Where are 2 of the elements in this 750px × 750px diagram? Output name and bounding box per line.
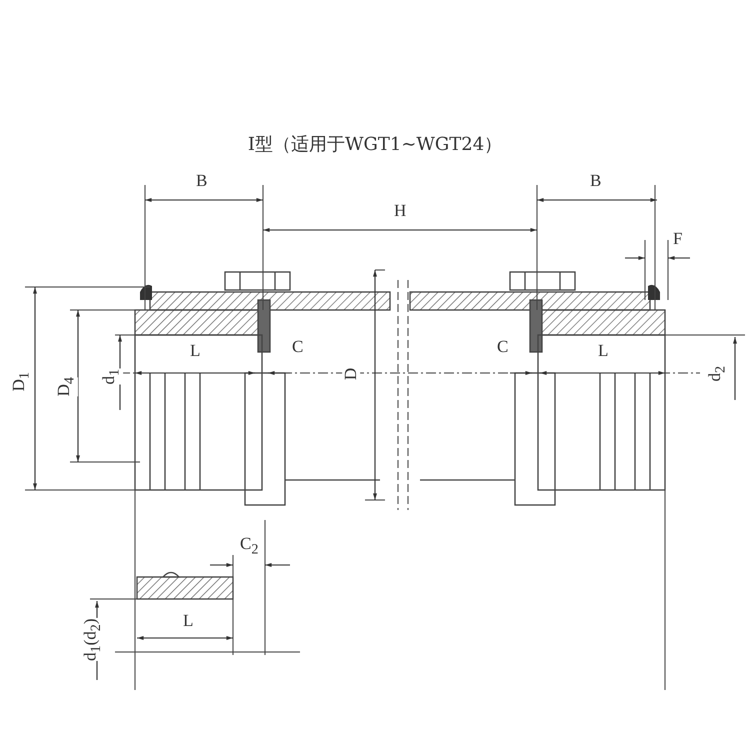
dimension-label: D: [342, 368, 360, 380]
title: I型（适用于WGT1~WGT24）: [248, 134, 502, 155]
